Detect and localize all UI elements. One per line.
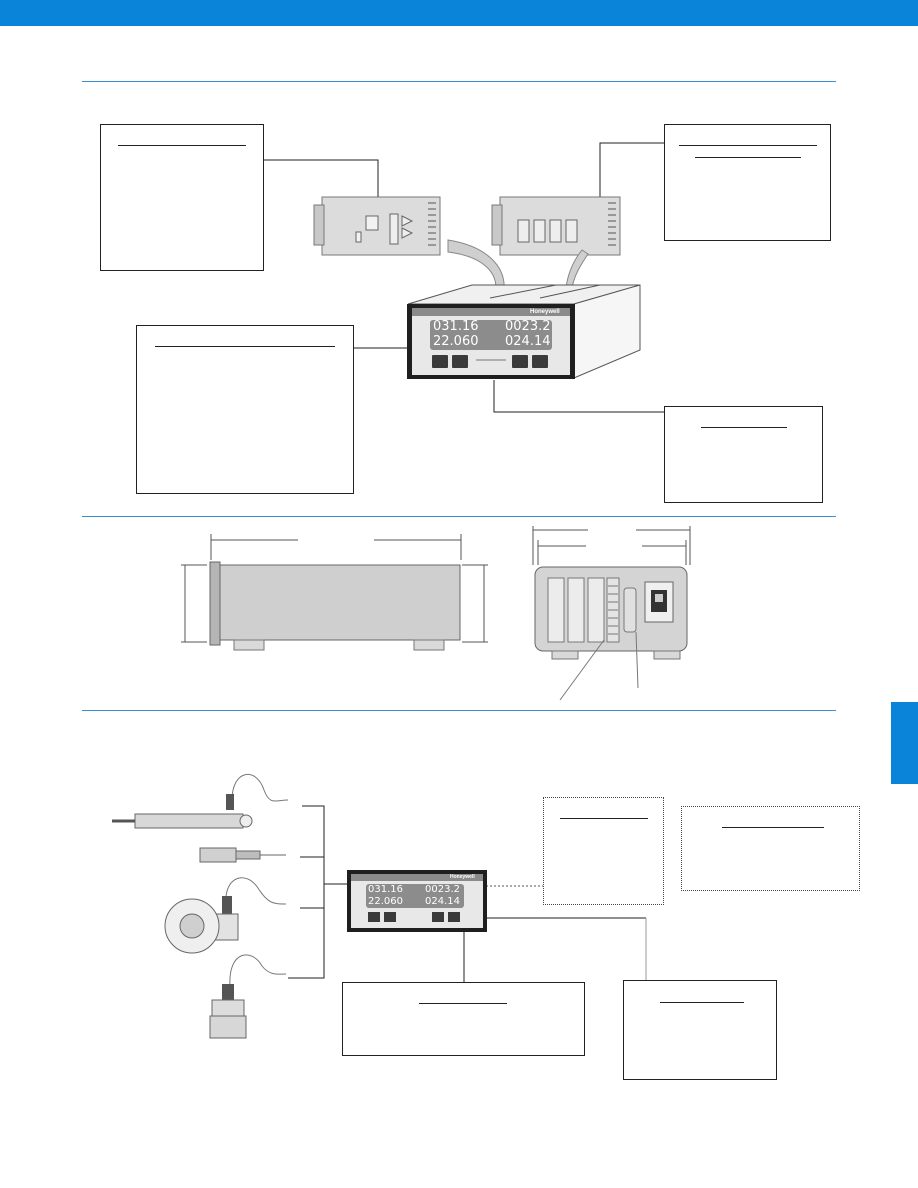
side-view (181, 534, 488, 651)
card-icon (491, 196, 621, 256)
display-value: 22.060 (433, 334, 479, 349)
header-bar (0, 0, 918, 26)
callout-subtitle-rule (695, 157, 801, 158)
power-inlet-icon (644, 581, 674, 623)
callout-serial-output (623, 980, 777, 1080)
callout-right-module (664, 124, 831, 241)
callout-left-module (100, 124, 264, 271)
callout-title-rule (679, 145, 817, 146)
transducer-icon (199, 847, 286, 863)
callout-title-rule (560, 818, 648, 819)
instrument-housing (407, 284, 641, 379)
leader-lines-bottom (288, 805, 647, 982)
callout-title-rule (118, 145, 246, 146)
transducer-icon (112, 773, 289, 829)
display-value: 031.16 (368, 884, 403, 895)
callout-title-rule (660, 1002, 744, 1003)
display-value: 0023.2 (505, 319, 551, 334)
leader-lines-top (264, 142, 664, 413)
card-icon (313, 196, 441, 256)
front-panel-small (347, 870, 487, 932)
callout-option-b (681, 806, 860, 891)
transducer-icon (164, 877, 287, 954)
display-value: 024.14 (505, 334, 551, 349)
display-value: 024.14 (425, 896, 460, 907)
callout-title-rule (155, 346, 335, 347)
display-value: 031.16 (433, 319, 479, 334)
callout-title-rule (419, 1003, 507, 1004)
front-panel-buttons (432, 355, 548, 368)
callout-title-rule (701, 427, 787, 428)
rear-view (532, 526, 691, 701)
section-rule-top (82, 81, 836, 82)
section-rule-bottom (82, 710, 836, 711)
front-panel-large (407, 304, 575, 379)
callout-option-a (543, 797, 664, 905)
callout-display (664, 406, 823, 503)
section-rule-middle (82, 516, 836, 517)
callout-front-panel (136, 325, 354, 494)
section-tab[interactable] (891, 702, 918, 784)
display-value: 0023.2 (425, 884, 460, 895)
callout-analog-output (342, 982, 585, 1056)
brand-logo: Honeywell (530, 309, 560, 315)
display-value: 22.060 (368, 896, 403, 907)
brand-logo: Honeywell (450, 874, 475, 880)
callout-title-rule (722, 827, 824, 828)
transducer-icon (209, 954, 287, 1039)
